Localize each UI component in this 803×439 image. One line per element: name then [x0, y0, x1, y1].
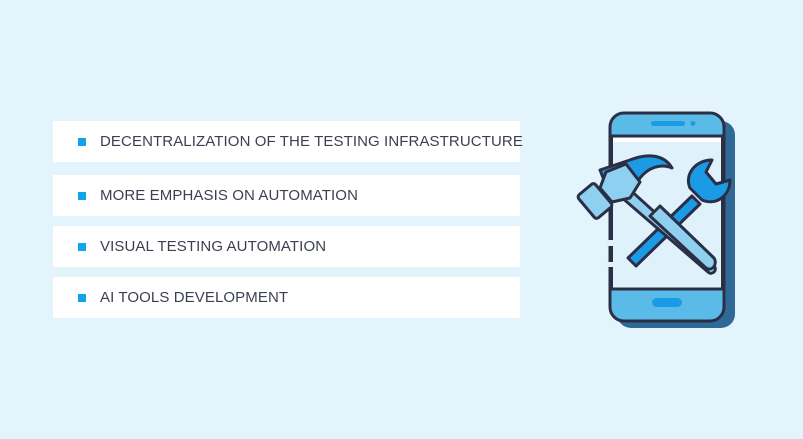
list-item-label: VISUAL TESTING AUTOMATION	[100, 238, 327, 255]
list-item-visual-testing: VISUAL TESTING AUTOMATION	[53, 226, 520, 267]
list-item-automation: MORE EMPHASIS ON AUTOMATION	[53, 175, 520, 216]
square-bullet-icon	[78, 137, 86, 146]
list-item-label: AI TOOLS DEVELOPMENT	[100, 289, 289, 306]
list-item-label: MORE EMPHASIS ON AUTOMATION	[100, 187, 359, 204]
list-item-decentralization: DECENTRALIZATION OF THE TESTING INFRASTR…	[53, 121, 523, 162]
phone-with-hammer-and-wrench-icon	[575, 105, 760, 335]
list-item-ai-tools: AI TOOLS DEVELOPMENT	[53, 277, 520, 318]
square-bullet-icon	[78, 293, 86, 302]
square-bullet-icon	[78, 191, 86, 200]
list-item-label: DECENTRALIZATION OF THE TESTING INFRASTR…	[100, 133, 523, 150]
square-bullet-icon	[78, 242, 86, 251]
